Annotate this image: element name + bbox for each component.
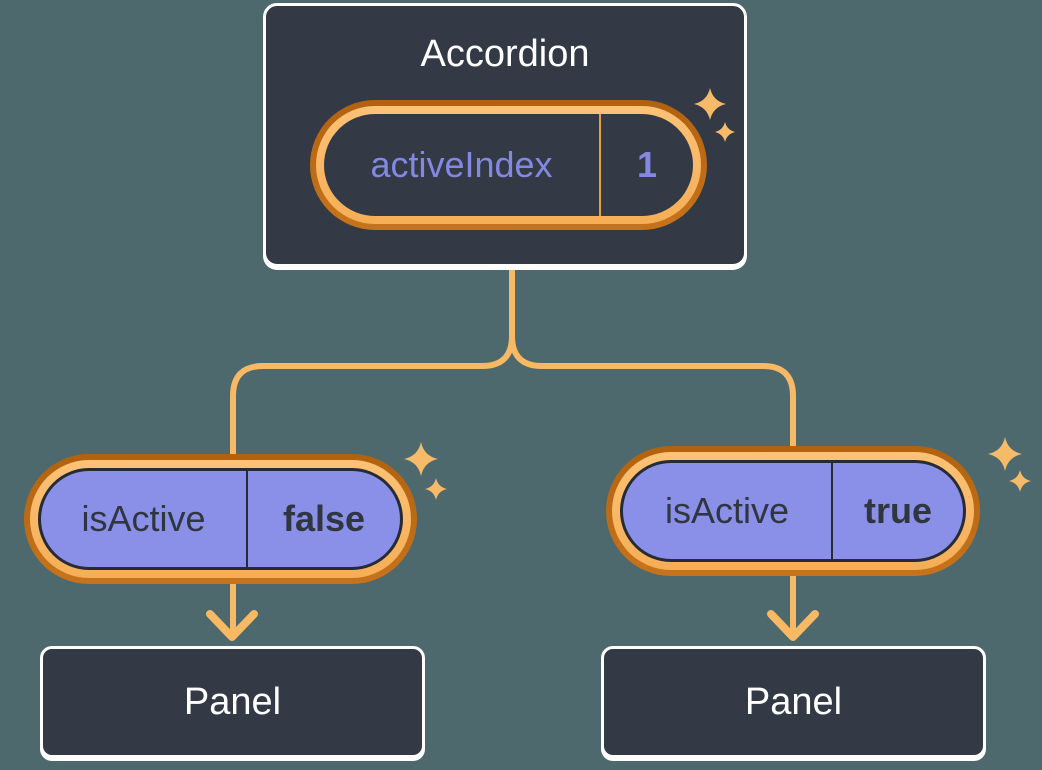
state-label: activeIndex	[370, 144, 553, 185]
pill-band: isActive true	[612, 452, 974, 570]
prop-pill-isactive-false: isActive false	[24, 454, 417, 584]
prop-label: isActive	[664, 490, 790, 531]
pill-band: isActive false	[30, 460, 411, 578]
arrow-down-icon	[206, 610, 258, 641]
prop-value: false	[282, 498, 366, 539]
panel-component-box-right: Panel	[601, 646, 986, 758]
prop-pill-isactive-true: isActive true	[606, 446, 980, 576]
prop-value: true	[863, 490, 932, 531]
sparkle-icon	[988, 437, 1031, 492]
panel-title: Panel	[744, 680, 843, 723]
panel-component-box-left: Panel	[40, 646, 425, 758]
pill-band: activeIndex 1	[316, 106, 701, 224]
pill-core: isActive true	[620, 460, 966, 562]
pill-core: activeIndex 1	[324, 114, 693, 216]
arrow-down-icon	[767, 610, 819, 641]
panel-title: Panel	[183, 680, 282, 723]
pill-divider	[599, 114, 601, 216]
state-pill-activeindex: activeIndex 1	[310, 100, 707, 230]
state-value: 1	[636, 144, 658, 185]
prop-label: isActive	[81, 498, 206, 539]
pill-core: isActive false	[38, 468, 403, 570]
accordion-title: Accordion	[420, 33, 590, 75]
pill-divider	[831, 463, 833, 559]
